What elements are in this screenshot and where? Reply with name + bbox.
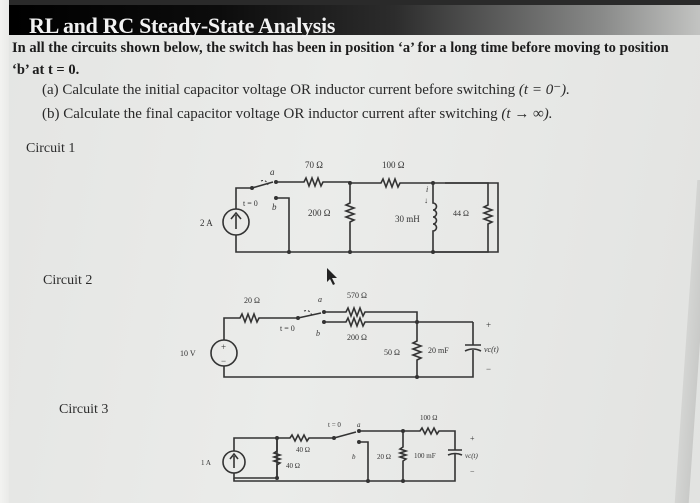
question-a-condition: (t = 0⁻). xyxy=(518,82,570,98)
question-b-condition: (t → ∞). xyxy=(501,106,553,122)
switch-time: t = 0 xyxy=(328,421,341,429)
current-source-icon xyxy=(222,208,250,236)
vc-label: vс(t) xyxy=(465,452,478,460)
vc-plus: + xyxy=(470,434,475,443)
switch-pos-a: a xyxy=(270,167,275,177)
page-title: RL and RC Steady-State Analysis xyxy=(29,13,336,38)
resistor-20-label: 20 Ω xyxy=(244,296,260,305)
inductor-icon xyxy=(432,183,438,252)
voltage-source-icon: + − xyxy=(210,339,238,367)
resistor-40-shunt-label: 40 Ω xyxy=(286,462,300,470)
circuit-1-label: Circuit 1 xyxy=(26,141,76,156)
switch-time: t = 0 xyxy=(280,324,295,333)
title-bar: RL and RC Steady-State Analysis xyxy=(9,5,700,38)
problem-statement: In all the circuits shown below, the swi… xyxy=(12,40,669,78)
switch-icon xyxy=(250,180,278,200)
capacitor-label: 100 mF xyxy=(414,452,436,460)
resistor-100-label: 100 Ω xyxy=(382,160,405,170)
resistor-200-label: 200 Ω xyxy=(347,333,367,342)
current-source-icon xyxy=(222,450,246,474)
mouse-cursor-icon xyxy=(327,268,337,285)
question-a: (a) Calculate the initial capacitor volt… xyxy=(42,80,570,99)
resistor-50-label: 50 Ω xyxy=(384,348,400,357)
vc-plus: + xyxy=(486,320,491,330)
resistor-40-series-label: 40 Ω xyxy=(296,446,310,454)
source-label: 1 A xyxy=(201,459,211,467)
resistor-570-label: 570 Ω xyxy=(347,291,367,300)
source-label: 2 A xyxy=(200,218,213,228)
capacitor-icon xyxy=(223,322,482,378)
switch-pos-b: b xyxy=(316,329,320,338)
vc-minus: − xyxy=(470,467,475,476)
resistor-100-label: 100 Ω xyxy=(420,414,437,422)
switch-pos-b: b xyxy=(352,453,356,461)
resistor-44-label: 44 Ω xyxy=(453,209,469,218)
switch-icon xyxy=(332,429,361,444)
vc-minus: − xyxy=(486,364,491,374)
resistor-20-label: 20 Ω xyxy=(377,453,391,461)
switch-pos-b: b xyxy=(272,202,277,212)
resistor-70-label: 70 Ω xyxy=(305,160,323,170)
capacitor-icon xyxy=(233,449,463,482)
circuit-1: 2 A a b t = 0 70 Ω 200 Ω 100 Ω 30 mH i xyxy=(200,160,499,254)
switch-icon xyxy=(296,310,326,324)
vc-label: vс(t) xyxy=(484,345,499,354)
circuit-2-label: Circuit 2 xyxy=(43,273,93,288)
switch-pos-a: a xyxy=(318,295,322,304)
svg-text:−: − xyxy=(221,356,226,366)
resistor-200-label: 200 Ω xyxy=(308,208,331,218)
circuit-2: + − 10 V 20 Ω a b t = 0 570 Ω 200 Ω 50 Ω… xyxy=(180,291,499,379)
photo-top-edge xyxy=(0,0,700,5)
source-label: 10 V xyxy=(180,349,196,358)
question-b-label: (b) Calculate the final capacitor voltag… xyxy=(42,106,498,122)
capacitor-label: 20 mF xyxy=(428,346,449,355)
switch-pos-a: a xyxy=(357,421,361,429)
svg-text:+: + xyxy=(221,342,226,352)
circuit-3-label: Circuit 3 xyxy=(59,402,109,417)
inductor-label: 30 mH xyxy=(395,214,420,224)
question-a-label: (a) Calculate the initial capacitor volt… xyxy=(42,82,516,98)
question-b: (b) Calculate the final capacitor voltag… xyxy=(42,106,553,123)
current-arrow-icon: ↓ xyxy=(424,196,428,205)
circuit-3: 1 A 40 Ω 40 Ω t = 0 a b 20 Ω 100 Ω xyxy=(201,414,478,483)
switch-time: t = 0 xyxy=(243,199,258,208)
page-left-edge xyxy=(0,0,9,503)
current-label: i xyxy=(426,185,428,194)
